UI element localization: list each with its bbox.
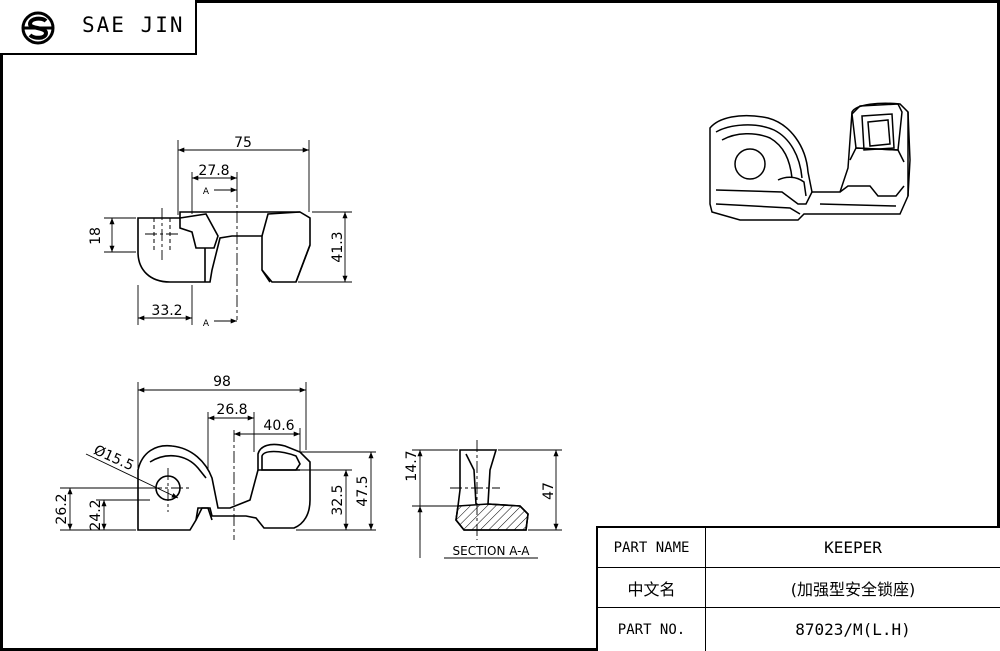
dim-front-h1: 26.2 [54,493,70,524]
dim-top-height: 18 [88,227,104,245]
brand-name: SAE JIN [82,13,185,37]
dim-top-width: 75 [234,135,252,151]
dim-section-h1: 14.7 [404,450,420,481]
section-centerlines [450,440,500,540]
part-no-label: PART NO. [598,608,706,651]
dim-top-offset: 27.8 [198,163,229,179]
dim-hole-diameter: Ø15.5 [91,442,136,474]
top-view [137,211,311,283]
section-marker-top: A [203,187,210,197]
title-row-part-name: PART NAME KEEPER [598,528,1000,568]
title-row-chinese-name: 中文名 (加强型安全锁座) [598,568,1000,608]
section-label: SECTION A-A [453,544,531,558]
isometric-view [709,102,911,221]
section-view [455,449,529,531]
title-block: PART NAME KEEPER 中文名 (加强型安全锁座) PART NO. … [596,526,1000,651]
section-marker-bottom: A [203,319,210,329]
dim-front-h2: 24.2 [88,499,104,530]
front-view-dimensions [60,382,376,531]
dim-front-width: 98 [213,374,231,390]
dim-front-offset-b: 40.6 [263,418,294,434]
chinese-name-value: (加强型安全锁座) [790,579,916,599]
dim-top-left-offset: 33.2 [151,303,182,319]
front-view [137,443,311,531]
sae-jin-logo-icon [21,11,55,45]
dim-section-h2: 47 [541,482,557,500]
dim-top-total-height: 41.3 [330,231,346,262]
top-view-dimensions [104,140,352,325]
brand-box: SAE JIN [0,0,197,55]
part-no-value: 87023/M(L.H) [795,620,911,639]
section-dimensions [412,449,562,559]
part-name-value: KEEPER [824,538,882,557]
part-name-label: PART NAME [598,528,706,567]
dim-front-offset-a: 26.8 [216,402,247,418]
title-row-part-no: PART NO. 87023/M(L.H) [598,608,1000,651]
dim-front-h3: 32.5 [330,484,346,515]
chinese-name-label: 中文名 [598,568,706,607]
top-view-centerlines [145,190,238,320]
dim-front-h4: 47.5 [355,475,371,506]
